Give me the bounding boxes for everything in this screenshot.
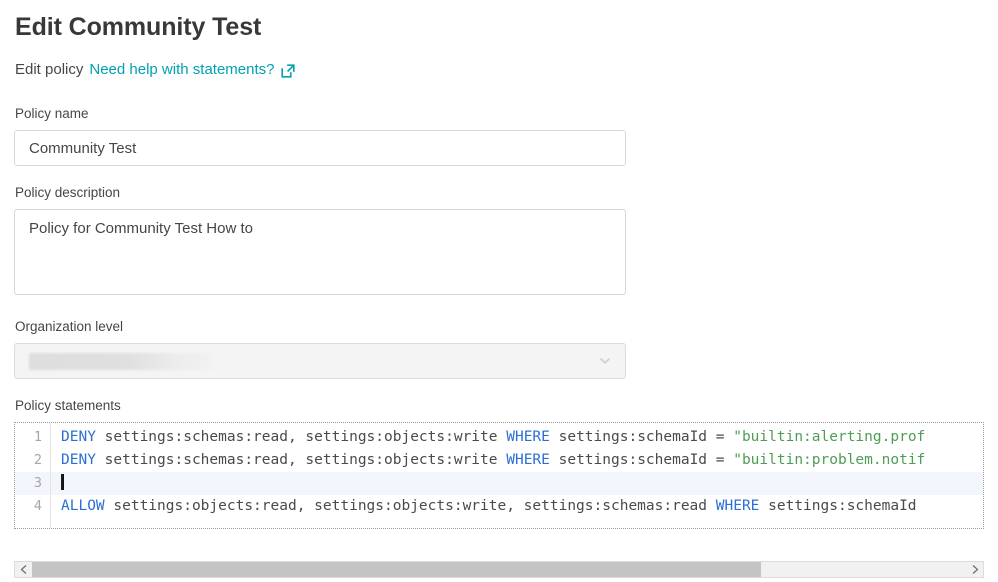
- page-title: Edit Community Test: [15, 13, 262, 41]
- policy-description-field-group: Policy description Policy for Community …: [14, 184, 984, 300]
- caret-right-icon[interactable]: [966, 562, 983, 577]
- code-token-plain: settings:schemas:read, settings:objects:…: [95, 452, 507, 468]
- policy-name-field-group: Policy name: [14, 105, 984, 166]
- code-token-plain: settings:schemaId =: [549, 452, 734, 468]
- code-token-kw: WHERE: [506, 452, 550, 468]
- editor-line-number: 4: [33, 498, 42, 514]
- code-token-kw: DENY: [61, 429, 96, 445]
- organization-level-value-redacted: [29, 352, 212, 370]
- policy-statements-editor[interactable]: 1 2 3 4 DENY settings:schemas:read, setting…: [14, 422, 984, 529]
- editor-code-area[interactable]: DENY settings:schemas:read, settings:obj…: [51, 423, 983, 528]
- caret-left-icon[interactable]: [15, 562, 32, 577]
- code-token-kw: WHERE: [715, 498, 760, 514]
- code-token-plain: settings:schemaId: [759, 498, 917, 514]
- policy-statements-label: Policy statements: [15, 398, 121, 413]
- editor-code-line[interactable]: [51, 472, 983, 495]
- policy-statements-field-group: Policy statements 1 2 3 4 DENY settings:sch…: [14, 397, 984, 529]
- organization-level-field-group: Organization level: [14, 318, 984, 379]
- scrollbar-track[interactable]: [32, 562, 966, 577]
- edit-policy-label: Edit policy: [15, 61, 84, 78]
- policy-description-label: Policy description: [15, 185, 121, 200]
- editor-line-number: 1: [33, 429, 42, 445]
- policy-description-input[interactable]: Policy for Community Test How to: [14, 209, 626, 295]
- policy-name-input[interactable]: [14, 130, 626, 166]
- editor-horizontal-scrollbar[interactable]: [14, 561, 984, 578]
- organization-level-select[interactable]: [14, 343, 626, 379]
- policy-name-label: Policy name: [15, 106, 89, 121]
- editor-code-line[interactable]: DENY settings:schemas:read, settings:obj…: [51, 449, 983, 472]
- code-token-plain: settings:schemaId =: [549, 429, 734, 445]
- external-link-icon[interactable]: [281, 64, 296, 78]
- code-token-plain: settings:objects:read, settings:objects:…: [104, 498, 716, 514]
- code-token-kw: WHERE: [506, 429, 550, 445]
- scrollbar-thumb[interactable]: [32, 562, 761, 577]
- need-help-with-statements-link[interactable]: Need help with statements?: [89, 61, 275, 78]
- editor-code-line[interactable]: ALLOW settings:objects:read, settings:ob…: [51, 495, 983, 518]
- code-token-plain: settings:schemas:read, settings:objects:…: [95, 429, 507, 445]
- code-token-kw: DENY: [61, 452, 96, 468]
- code-token-str: "builtin:problem.notif: [733, 452, 926, 468]
- code-token-str: "builtin:alerting.prof: [733, 429, 926, 445]
- chevron-down-icon: [598, 354, 612, 368]
- edit-policy-subline: Edit policy Need help with statements?: [15, 60, 984, 80]
- editor-line-number-gutter: 1 2 3 4: [15, 423, 51, 528]
- editor-line-number: 3: [15, 472, 50, 495]
- text-caret: [61, 474, 64, 490]
- code-token-kw: ALLOW: [61, 498, 105, 514]
- editor-code-line[interactable]: DENY settings:schemas:read, settings:obj…: [51, 426, 983, 449]
- editor-line-number: 2: [33, 452, 42, 468]
- organization-level-label: Organization level: [15, 319, 124, 334]
